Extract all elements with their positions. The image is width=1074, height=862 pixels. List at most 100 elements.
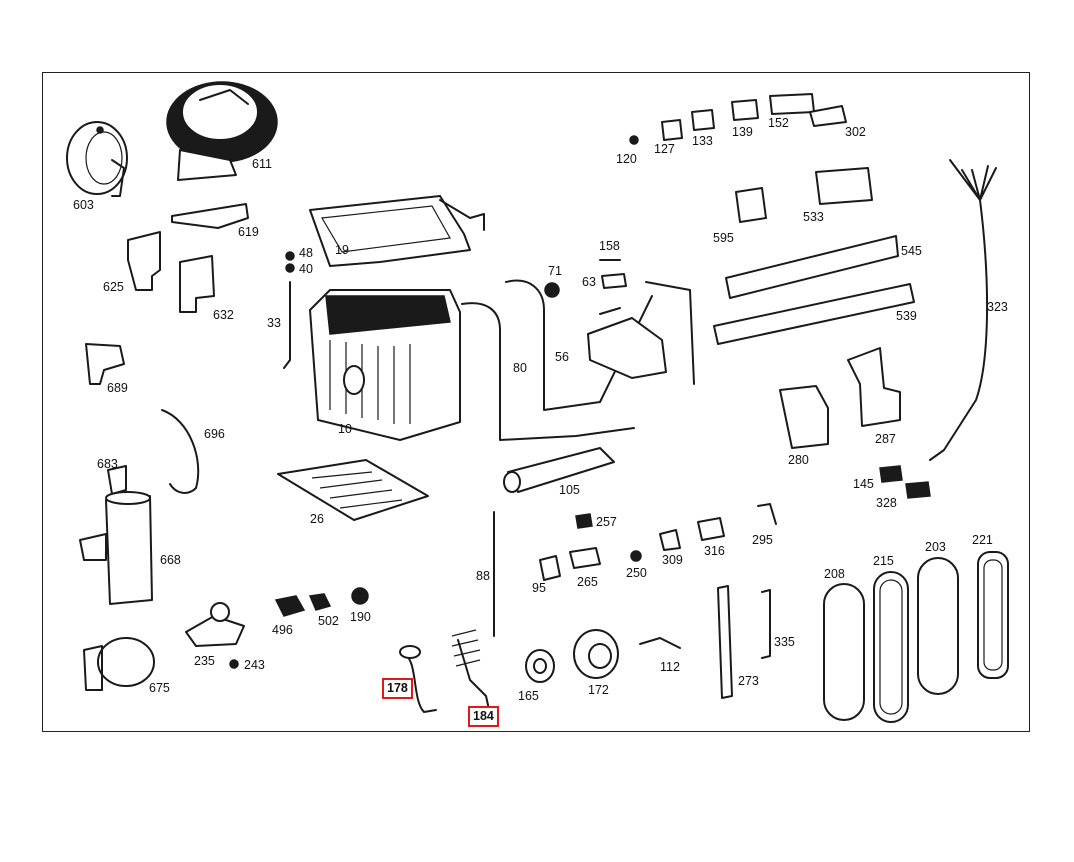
part-595-relay [735, 187, 767, 223]
part-label-95: 95 [532, 581, 546, 595]
part-56-starter [587, 281, 695, 385]
part-label-243: 243 [244, 658, 265, 672]
part-668-ignition-coil [79, 491, 153, 605]
part-label-48: 48 [299, 246, 313, 260]
part-label-26: 26 [310, 512, 324, 526]
part-label-273: 273 [738, 674, 759, 688]
part-145-328 [879, 465, 931, 499]
part-label-280: 280 [788, 453, 809, 467]
part-label-502: 502 [318, 614, 339, 628]
part-label-668: 668 [160, 553, 181, 567]
part-label-33: 33 [267, 316, 281, 330]
part-323-harness [929, 159, 997, 461]
part-label-190: 190 [350, 610, 371, 624]
part-80-cable [461, 302, 635, 441]
part-label-139: 139 [732, 125, 753, 139]
part-label-165: 165 [518, 689, 539, 703]
part-label-257: 257 [596, 515, 617, 529]
part-235-243 [185, 602, 245, 669]
part-label-533: 533 [803, 210, 824, 224]
part-287-bracket [847, 347, 901, 427]
part-label-120: 120 [616, 152, 637, 166]
part-label-184-highlighted[interactable]: 184 [468, 706, 499, 727]
part-603-horn [66, 121, 128, 197]
part-label-328: 328 [876, 496, 897, 510]
part-label-625: 625 [103, 280, 124, 294]
part-632-bracket [179, 255, 215, 313]
part-689 [85, 343, 125, 385]
part-label-539: 539 [896, 309, 917, 323]
part-539-bracket [713, 283, 915, 345]
part-label-10: 10 [338, 422, 352, 436]
part-label-696: 696 [204, 427, 225, 441]
part-small-clips [539, 503, 777, 581]
part-label-323: 323 [987, 300, 1008, 314]
part-611-horn [166, 81, 278, 181]
part-label-178-highlighted[interactable]: 178 [382, 678, 413, 699]
part-label-133: 133 [692, 134, 713, 148]
part-label-127: 127 [654, 142, 675, 156]
part-280-bracket [779, 385, 829, 449]
part-label-235: 235 [194, 654, 215, 668]
part-connectors-120-302 [629, 93, 847, 145]
part-label-496: 496 [272, 623, 293, 637]
part-label-158: 158 [599, 239, 620, 253]
part-label-172: 172 [588, 683, 609, 697]
part-label-683: 683 [97, 457, 118, 471]
part-label-88: 88 [476, 569, 490, 583]
part-label-335: 335 [774, 635, 795, 649]
part-label-545: 545 [901, 244, 922, 258]
part-label-105: 105 [559, 483, 580, 497]
part-label-603: 603 [73, 198, 94, 212]
part-105-tube [503, 447, 615, 493]
part-71-nut [544, 282, 560, 298]
part-208-215-203-221-lamps [823, 551, 1009, 723]
part-label-595: 595 [713, 231, 734, 245]
part-619-bracket [171, 203, 249, 229]
part-625-bracket [127, 231, 161, 291]
part-cable-56-loop [505, 279, 653, 411]
part-label-112: 112 [660, 660, 680, 674]
part-label-611: 611 [252, 157, 272, 171]
part-19-battery-frame [309, 195, 485, 267]
part-label-208: 208 [824, 567, 845, 581]
part-label-316: 316 [704, 544, 725, 558]
part-label-221: 221 [972, 533, 993, 547]
part-label-689: 689 [107, 381, 128, 395]
part-label-145: 145 [853, 477, 874, 491]
part-178-184-hoses [399, 629, 491, 715]
part-675-clamp [83, 637, 155, 691]
part-label-40: 40 [299, 262, 313, 276]
part-496-502-190 [274, 587, 369, 617]
part-26-tray [277, 459, 429, 521]
part-545-cover [725, 235, 899, 299]
part-label-309: 309 [662, 553, 683, 567]
part-158-63 [599, 259, 627, 289]
part-10-battery [309, 289, 461, 441]
part-273-strap [717, 585, 733, 699]
part-label-19: 19 [335, 243, 349, 257]
part-label-63: 63 [582, 275, 596, 289]
part-label-295: 295 [752, 533, 773, 547]
part-label-302: 302 [845, 125, 866, 139]
part-label-152: 152 [768, 116, 789, 130]
part-label-619: 619 [238, 225, 259, 239]
part-label-632: 632 [213, 308, 234, 322]
part-48-40-nuts [285, 251, 295, 273]
part-label-203: 203 [925, 540, 946, 554]
part-112 [639, 637, 681, 649]
part-label-287: 287 [875, 432, 896, 446]
part-label-56: 56 [555, 350, 569, 364]
part-335-strap [761, 589, 771, 659]
part-label-71: 71 [548, 264, 562, 278]
part-label-250: 250 [626, 566, 647, 580]
part-label-215: 215 [873, 554, 894, 568]
part-683 [107, 465, 127, 495]
part-165-172-grommets [525, 629, 619, 683]
part-696-wire [161, 409, 200, 494]
part-label-80: 80 [513, 361, 527, 375]
part-label-675: 675 [149, 681, 170, 695]
part-33-rod [283, 281, 291, 369]
part-533-regulator [815, 167, 873, 205]
